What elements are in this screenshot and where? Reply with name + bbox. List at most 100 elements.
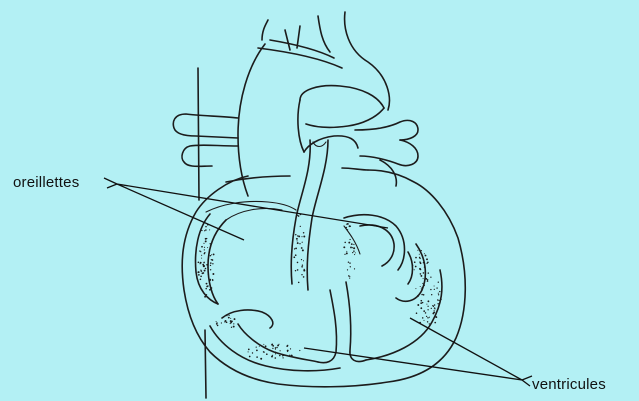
stipple-dot <box>263 344 264 345</box>
stipple-dot <box>440 298 442 300</box>
stipple-dot <box>434 304 436 306</box>
stipple-dot <box>425 255 427 257</box>
stipple-dot <box>302 264 303 265</box>
stipple-dot <box>299 243 300 244</box>
stipple-dot <box>279 350 280 351</box>
atria-label: oreillettes <box>13 174 79 191</box>
stipple-dot <box>275 353 276 354</box>
stipple-dot <box>209 243 210 244</box>
stipple-dot <box>201 230 202 231</box>
stipple-dot <box>226 322 228 324</box>
stipple-dot <box>210 265 211 266</box>
stipple-dot <box>420 262 422 264</box>
stipple-dot <box>199 250 200 251</box>
stipple-dot <box>271 344 273 346</box>
stipple-dot <box>302 249 304 251</box>
stipple-dot <box>216 321 217 322</box>
stipple-dot <box>252 352 253 353</box>
stipple-dot <box>425 312 427 314</box>
stipple-dot <box>206 264 208 266</box>
stipple-dot <box>427 309 428 310</box>
stipple-dot <box>297 235 298 236</box>
stipple-dot <box>216 323 218 325</box>
stipple-dot <box>211 287 213 289</box>
stipple-dot <box>427 279 429 281</box>
stipple-dot <box>438 282 439 283</box>
stipple-dot <box>294 248 295 249</box>
stipple-dot <box>438 300 439 301</box>
stipple-dot <box>297 262 299 264</box>
stipple-dot <box>301 259 302 260</box>
stipple-dot <box>349 278 350 279</box>
great-vessels <box>238 12 389 196</box>
stipple-dot <box>275 349 276 350</box>
stipple-dot <box>213 253 215 255</box>
stipple-dot <box>416 312 418 314</box>
stipple-dot <box>200 275 202 277</box>
stipple-dot <box>427 306 428 307</box>
stipple-dot <box>217 325 219 327</box>
stipple-dot <box>301 274 302 275</box>
stipple-dot <box>431 308 432 309</box>
stipple-dot <box>265 345 267 347</box>
stipple-dot <box>420 286 421 287</box>
stipple-dot <box>429 323 430 324</box>
stipple-dot <box>434 285 435 286</box>
stipple-dot <box>344 254 345 255</box>
stipple-dot <box>347 223 349 225</box>
pulmonary-vessels-right <box>355 120 418 186</box>
stipple-dot <box>203 265 205 267</box>
stipple-dot <box>438 294 439 295</box>
stipple-dot <box>428 272 429 273</box>
stipple-dot <box>276 347 277 348</box>
left-atrium <box>344 215 405 270</box>
stipple-dot <box>349 239 350 240</box>
stipple-dot <box>206 283 208 285</box>
stipple-dot <box>298 282 300 284</box>
stipple-dot <box>204 247 205 248</box>
stipple-dot <box>201 270 203 272</box>
stipple-dot <box>423 272 425 274</box>
stipple-dot <box>414 261 416 263</box>
stipple-dot <box>234 318 236 320</box>
stipple-dot <box>210 262 212 264</box>
stipple-dot <box>295 234 296 235</box>
stipple-dot <box>355 252 356 253</box>
stipple-dot <box>349 276 350 277</box>
stipple-dot <box>201 246 203 248</box>
stipple-dot <box>349 262 350 263</box>
stipple-dot <box>350 246 352 248</box>
stipple-dot <box>248 351 249 352</box>
stipple-dot <box>423 310 425 312</box>
stipple-dot <box>206 286 208 288</box>
stipple-dot <box>419 254 420 255</box>
stipple-dot <box>295 254 297 256</box>
stipple-dot <box>421 288 422 289</box>
stipple-dot <box>427 300 429 302</box>
stipple-dot <box>228 317 230 319</box>
stipple-dot <box>427 317 429 319</box>
stipple-dot <box>233 323 234 324</box>
stipple-dot <box>205 240 207 242</box>
leader-lines-ventricles <box>304 318 532 386</box>
stipple-dot <box>210 279 211 280</box>
stipple-dot <box>230 323 231 324</box>
stipple-dot <box>275 351 276 352</box>
stipple-dot <box>420 275 422 277</box>
stipple-dot <box>422 287 423 288</box>
stipple-dot <box>207 247 208 248</box>
stipple-dot <box>298 215 300 217</box>
stipple-dot <box>210 269 211 270</box>
stipple-dot <box>354 268 355 269</box>
stipple-dot <box>297 269 299 271</box>
stipple-dot <box>303 232 305 234</box>
stipple-dot <box>266 353 268 355</box>
stipple-dot <box>423 320 424 321</box>
stipple-dot <box>208 274 209 275</box>
stipple-dot <box>295 270 296 271</box>
stipple-dot <box>424 253 425 254</box>
stipple-dot <box>352 252 353 253</box>
stipple-dot <box>347 229 348 230</box>
